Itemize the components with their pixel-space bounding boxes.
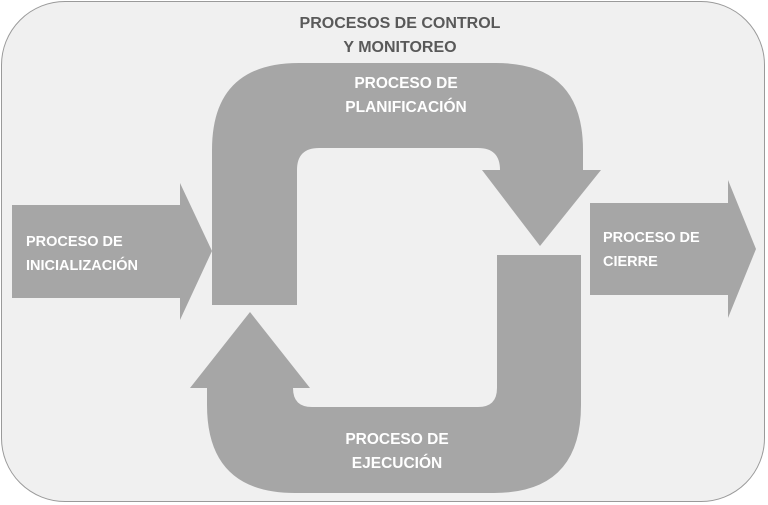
execution-arrow xyxy=(190,255,581,493)
closing-label: PROCESO DE CIERRE xyxy=(603,230,700,270)
initiation-label: PROCESO DE INICIALIZACIÓN xyxy=(26,234,138,274)
planning-arrow xyxy=(212,63,601,305)
initiation-arrow xyxy=(12,183,212,320)
planning-label: PROCESO DE PLANIFICACIÓN xyxy=(345,75,467,116)
execution-label: PROCESO DE EJECUCIÓN xyxy=(345,431,449,472)
control-monitoring-title: PROCESOS DE CONTROL Y MONITOREO xyxy=(299,15,501,56)
closing-arrow xyxy=(590,180,756,318)
